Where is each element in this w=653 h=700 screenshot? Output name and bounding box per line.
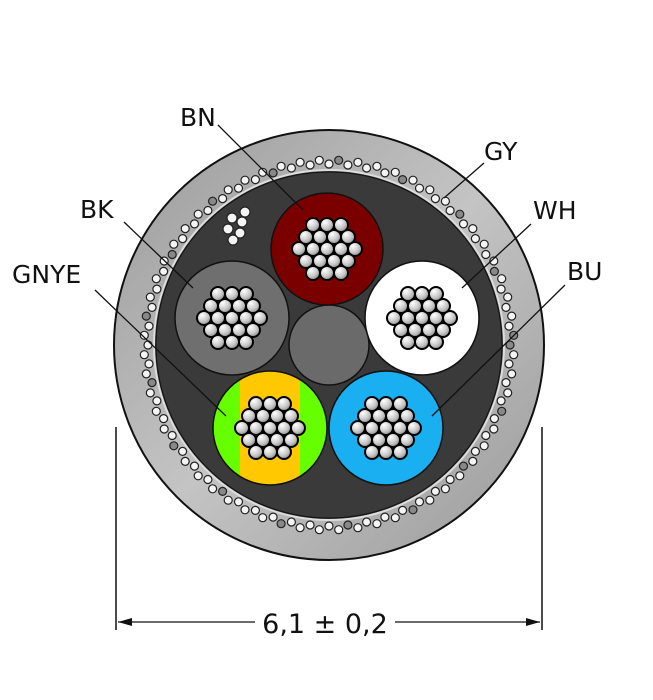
conductor-gnye <box>212 370 328 486</box>
leader-wh <box>461 223 532 289</box>
label-gnye: GNYE <box>12 260 81 289</box>
conductor-bu <box>328 370 444 486</box>
label-bk: BK <box>80 195 114 224</box>
conductor-wh <box>364 260 480 376</box>
leader-bn <box>217 124 304 211</box>
leader-gnye <box>94 289 227 417</box>
center-filler <box>288 304 370 386</box>
label-gy: GY <box>484 137 518 166</box>
dimension-text: 6,1 ± 0,2 <box>262 609 388 640</box>
leader-gy <box>443 162 485 199</box>
label-bu: BU <box>567 257 602 286</box>
leader-bk <box>123 221 194 289</box>
leader-bu <box>431 284 566 417</box>
label-bn: BN <box>180 103 216 132</box>
conductor-bk <box>174 260 290 376</box>
braid-shield <box>139 155 519 535</box>
dimension-line <box>115 427 543 630</box>
conductor-bn <box>270 192 384 306</box>
label-wh: WH <box>533 196 577 225</box>
drain-wire <box>222 206 251 246</box>
